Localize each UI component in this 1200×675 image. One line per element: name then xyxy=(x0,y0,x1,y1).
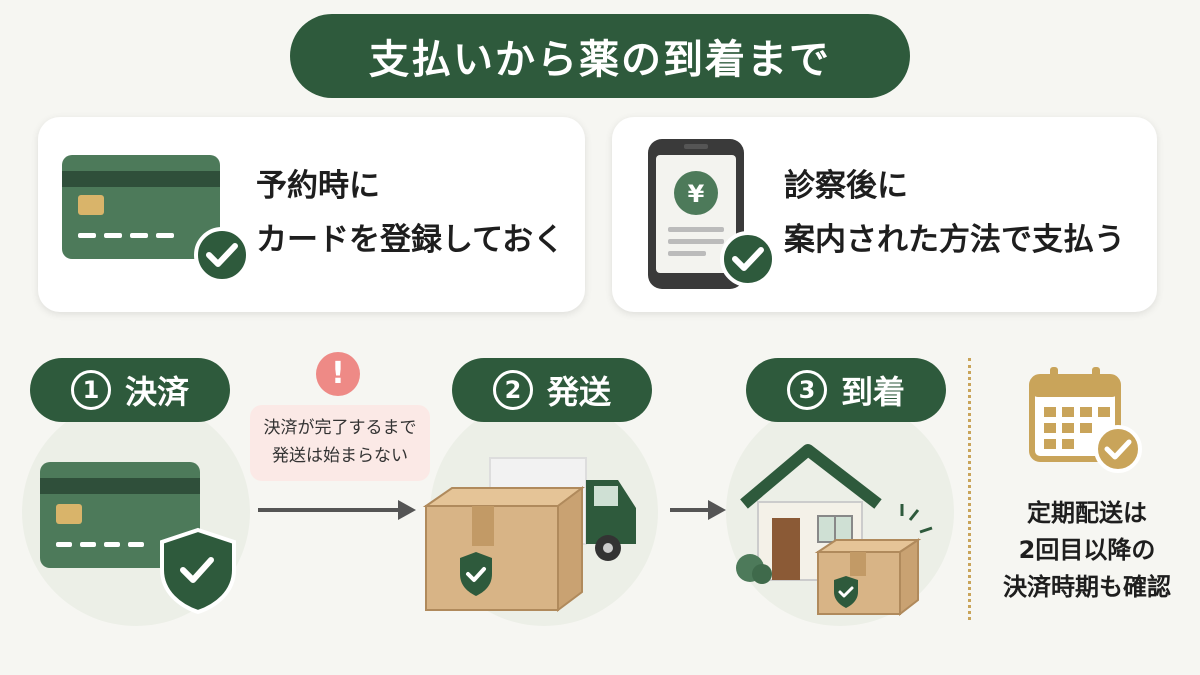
arrow-right-icon xyxy=(670,500,726,520)
credit-card-shield-icon xyxy=(40,462,236,615)
warning-line2: 発送は始まらない xyxy=(272,446,408,466)
svg-text:¥: ¥ xyxy=(688,180,705,208)
credit-card-check-icon xyxy=(62,155,250,283)
card-pay-text: 診察後に 案内された方法で支払う xyxy=(784,159,1125,267)
card-register-line2: カードを登録しておく xyxy=(256,222,565,258)
warning-note: 決済が完了するまで 発送は始まらない xyxy=(250,405,430,481)
delivery-truck-box-icon xyxy=(422,457,636,612)
step1-number: 1 xyxy=(70,370,111,410)
card-register-text: 予約時に カードを登録しておく xyxy=(256,159,564,267)
side-note-line3: 決済時期も確認 xyxy=(1003,573,1171,601)
card-register-card: 予約時に カードを登録しておく xyxy=(38,117,585,312)
calendar-check-icon xyxy=(1029,367,1142,473)
page-title: 支払いから薬の到着まで xyxy=(290,14,910,98)
card-pay-line1: 診察後に xyxy=(784,168,908,204)
arrow-right-icon xyxy=(258,500,416,520)
card-register-line1: 予約時に xyxy=(256,168,380,204)
step3-label: 到着 xyxy=(840,373,905,411)
warning-icon: ! xyxy=(316,352,360,396)
step3-pill: 3 到着 xyxy=(746,358,946,422)
side-note-line2: 2回目以降の xyxy=(1018,536,1156,564)
step1-pill: 1 決済 xyxy=(30,358,230,422)
card-pay-after-exam: ¥ 診察後に 案内された方法で支払う xyxy=(612,117,1157,312)
house-box-icon xyxy=(736,444,933,617)
step1-label: 決済 xyxy=(124,373,189,411)
side-note-line1: 定期配送は xyxy=(1027,499,1147,527)
dotted-divider xyxy=(968,358,971,620)
card-pay-line2: 案内された方法で支払う xyxy=(784,222,1125,258)
step2-number: 2 xyxy=(492,370,533,410)
warning-line1: 決済が完了するまで xyxy=(263,418,417,438)
side-note: 定期配送は 2回目以降の 決済時期も確認 xyxy=(982,495,1192,606)
step2-pill: 2 発送 xyxy=(452,358,652,422)
step2-label: 発送 xyxy=(546,373,611,411)
smartphone-yen-check-icon: ¥ xyxy=(648,139,776,289)
step3-number: 3 xyxy=(786,370,827,410)
